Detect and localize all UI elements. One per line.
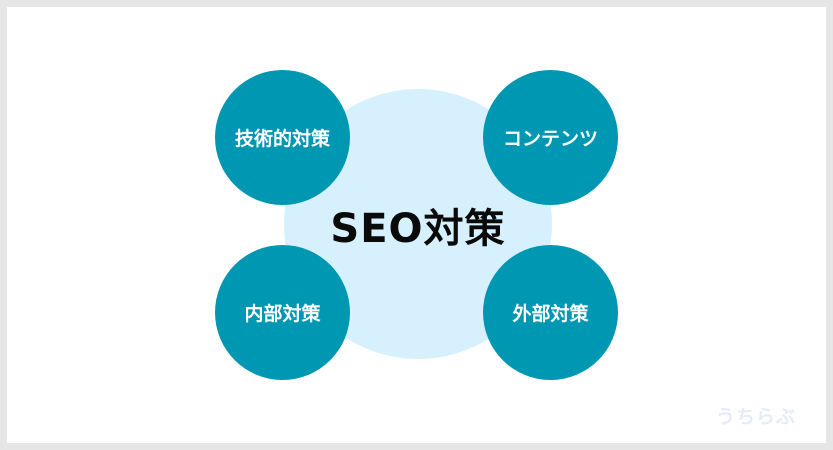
node-label-technical: 技術的対策 [234, 128, 330, 150]
node-internal-seo: 内部対策 [215, 245, 350, 380]
node-label-content: コンテンツ [502, 128, 598, 150]
node-external-seo: 外部対策 [483, 245, 618, 380]
node-label-internal: 内部対策 [244, 303, 321, 325]
watermark-logo: うちらぶ [716, 406, 797, 428]
node-technical-seo: 技術的対策 [215, 70, 350, 205]
node-label-external: 外部対策 [512, 303, 589, 325]
center-label: SEO対策 [330, 206, 506, 252]
node-content: コンテンツ [483, 70, 618, 205]
